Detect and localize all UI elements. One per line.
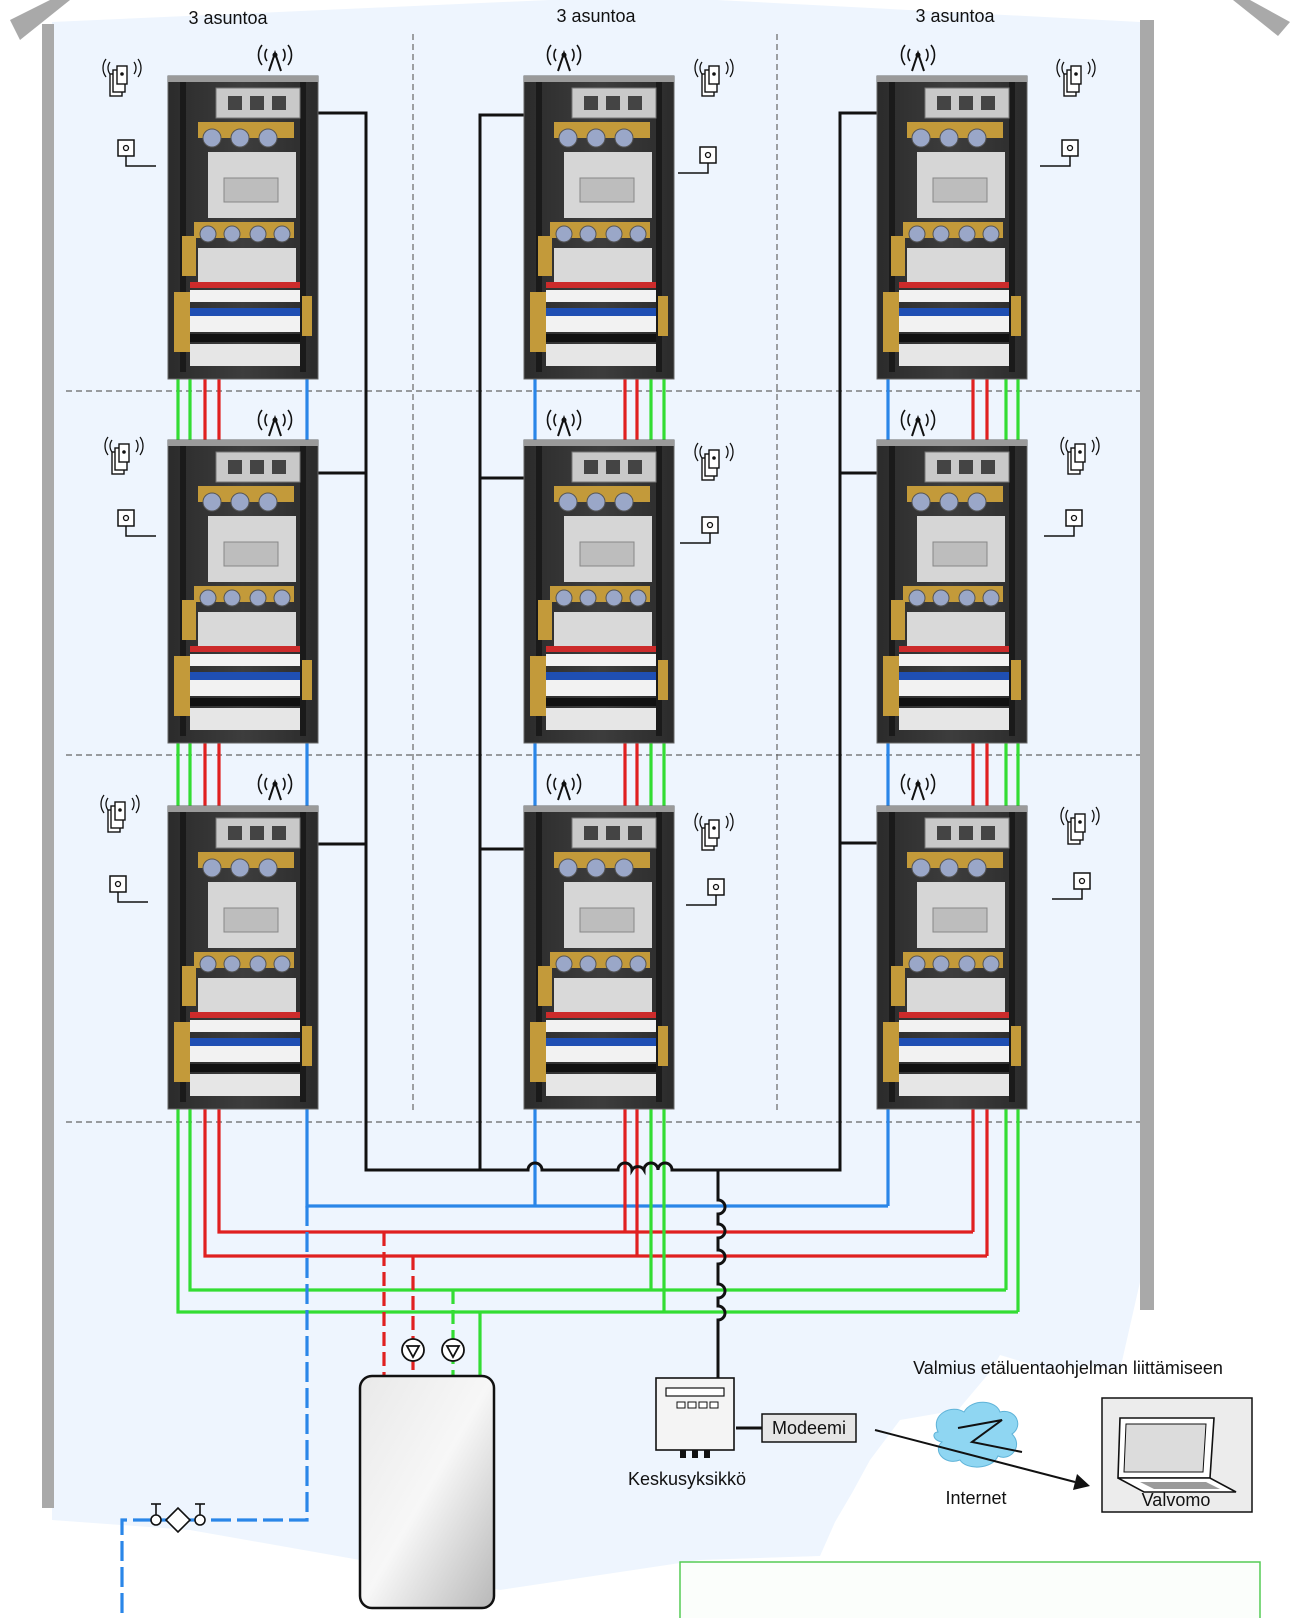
cabinet-middle-bottom <box>523 805 675 1110</box>
apartment-cabinets <box>167 75 1028 1110</box>
connection-arrow <box>874 1429 1090 1490</box>
building-walls <box>10 0 1290 1508</box>
valve-icon <box>150 1503 206 1534</box>
column-label-right: 3 asuntoa <box>915 6 995 26</box>
central-unit <box>655 1377 735 1458</box>
modem-box <box>761 1413 857 1443</box>
pipes-middle-column <box>533 378 666 1312</box>
note-box <box>679 1561 1261 1618</box>
modem-label: Modeemi <box>772 1418 846 1438</box>
control-bus <box>318 111 880 1430</box>
cabinet-right-top <box>876 75 1028 380</box>
column-label-left: 3 asuntoa <box>188 8 268 28</box>
column-label-middle: 3 asuntoa <box>556 6 636 26</box>
central-unit-label: Keskusyksikkö <box>628 1469 746 1489</box>
cabinet-left-top <box>167 75 319 380</box>
cabinet-middle-middle <box>523 439 675 744</box>
cabinet-middle-top <box>523 75 675 380</box>
cabinet-right-middle <box>876 439 1028 744</box>
pipes-right-column <box>886 378 1020 1312</box>
floor-dividers <box>66 34 1140 1123</box>
laptop-icon <box>1117 1417 1237 1493</box>
pump-icon <box>401 1338 425 1362</box>
cabinet-left-bottom <box>167 805 319 1110</box>
heat-tank <box>358 1374 496 1610</box>
cabinet-left-middle <box>167 439 319 744</box>
control-room <box>1101 1397 1253 1513</box>
pump-icon <box>441 1338 465 1362</box>
internet-label: Internet <box>945 1488 1006 1508</box>
water-pipes <box>120 378 1020 1618</box>
cabinet-right-bottom <box>876 805 1028 1110</box>
building-interior <box>52 0 1140 1590</box>
control-room-label: Valvomo <box>1142 1490 1211 1510</box>
remote-reading-label: Valmius etäluentaohjelman liittämiseen <box>913 1358 1223 1378</box>
pipes-left-column <box>176 378 1018 1314</box>
